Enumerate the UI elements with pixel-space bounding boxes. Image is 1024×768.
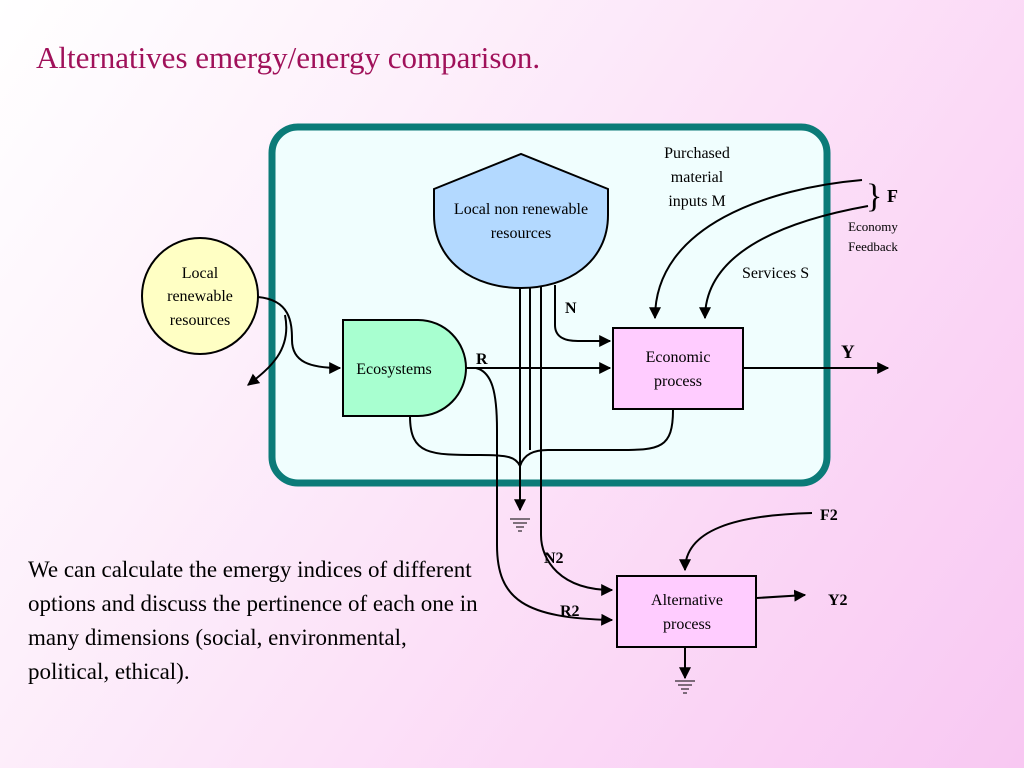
svg-text:resources: resources bbox=[170, 312, 230, 329]
svg-text:Alternative: Alternative bbox=[651, 592, 723, 609]
flow-m-to-economic bbox=[649, 179, 863, 320]
local-renewable-source: Local renewable resources bbox=[141, 237, 259, 355]
svg-text:Local non renewable: Local non renewable bbox=[454, 201, 588, 218]
flow-renewable-to-ecosystems bbox=[257, 296, 342, 374]
svg-text:inputs M: inputs M bbox=[668, 193, 725, 210]
ecosystems-producer: Ecosystems bbox=[342, 319, 468, 417]
flows bbox=[247, 179, 890, 680]
economic-process-box: Economic process bbox=[612, 327, 744, 410]
svg-text:renewable: renewable bbox=[167, 288, 233, 305]
flow-y2-out bbox=[756, 589, 807, 602]
flow-s-to-economic bbox=[699, 205, 869, 320]
flow-economic-heat bbox=[519, 409, 674, 467]
flow-f2-to-alternative bbox=[679, 512, 813, 572]
slide-title: Alternatives emergy/energy comparison. bbox=[36, 40, 541, 75]
svg-text:Local: Local bbox=[182, 265, 219, 282]
flow-label-f2: F2 bbox=[820, 507, 838, 524]
svg-text:resources: resources bbox=[491, 225, 551, 242]
svg-text:process: process bbox=[663, 616, 711, 633]
feedback-brace: } bbox=[866, 178, 882, 215]
flow-label-y: Y bbox=[841, 342, 855, 363]
flow-label-n: N bbox=[565, 300, 577, 317]
svg-text:Feedback: Feedback bbox=[848, 239, 898, 254]
purchased-inputs-label: Purchased material inputs M bbox=[664, 145, 730, 210]
local-nonrenewable-storage: Local non renewable resources bbox=[433, 152, 609, 290]
heat-sink-icon bbox=[675, 680, 695, 694]
economy-feedback-label: Economy Feedback bbox=[848, 219, 898, 254]
svg-text:Economic: Economic bbox=[646, 349, 711, 366]
services-label: Services S bbox=[742, 265, 809, 282]
feedback-label-f: F bbox=[887, 186, 898, 206]
svg-text:process: process bbox=[654, 373, 702, 390]
alternative-process-box: Alternative process bbox=[616, 575, 757, 648]
flow-renewable-out bbox=[247, 314, 288, 386]
body-paragraph: We can calculate the emergy indices of d… bbox=[28, 557, 478, 684]
svg-text:material: material bbox=[671, 169, 724, 186]
flow-r2-to-alternative bbox=[475, 367, 614, 626]
flow-label-n2: N2 bbox=[544, 550, 564, 567]
svg-text:Ecosystems: Ecosystems bbox=[356, 361, 432, 378]
flow-n2-to-alternative bbox=[540, 285, 614, 596]
flow-label-y2: Y2 bbox=[828, 592, 848, 609]
flow-ecosystems-heat bbox=[409, 415, 521, 467]
flow-label-r: R bbox=[476, 351, 488, 368]
flow-label-r2: R2 bbox=[560, 603, 580, 620]
svg-text:Purchased: Purchased bbox=[664, 145, 730, 162]
heat-sink-icon bbox=[510, 518, 530, 532]
flow-n-to-economic bbox=[554, 285, 612, 347]
svg-text:Economy: Economy bbox=[848, 219, 898, 234]
